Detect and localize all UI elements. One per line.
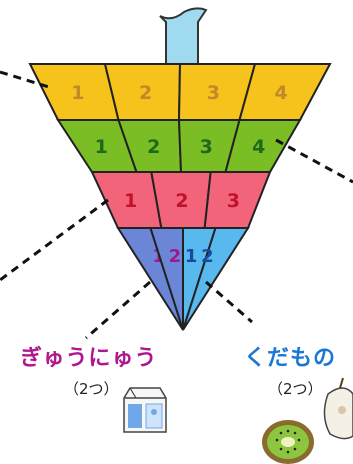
tier-second-number-1: 1 [95, 136, 108, 158]
tier-bottom-number-4: 2 [201, 246, 214, 267]
tier-second-number-2: 2 [147, 136, 160, 158]
apple-icon [324, 378, 353, 439]
fruit-count: （2つ） [268, 378, 323, 399]
pointer-line-second-right [276, 140, 353, 182]
tier-top-number-4: 4 [275, 82, 288, 104]
milk-label: ぎゅうにゅう [20, 340, 157, 372]
milk-count: （2つ） [64, 378, 119, 399]
top-spout [160, 8, 206, 64]
tier-second-number-4: 4 [252, 136, 265, 158]
pointer-line-third-left [0, 200, 108, 280]
tier-top-number-1: 1 [71, 82, 84, 104]
tier-top-number-3: 3 [207, 82, 220, 104]
tier-third-number-3: 3 [227, 190, 240, 212]
pyramid-tiers: 123412341231212 [30, 64, 330, 330]
pointer-line-fruit [206, 282, 252, 322]
tier-third-number-2: 2 [175, 190, 188, 212]
kiwi-icon [262, 420, 314, 464]
pointer-line-milk [86, 282, 150, 338]
tier-top-number-2: 2 [139, 82, 152, 104]
fruit-label: くだもの [244, 340, 336, 372]
tier-third-number-1: 1 [124, 190, 137, 212]
milk-carton-icon [124, 388, 166, 432]
tier-second-number-3: 3 [200, 136, 213, 158]
tier-bottom-number-2: 2 [169, 246, 182, 267]
tier-bottom-number-3: 1 [185, 246, 198, 267]
